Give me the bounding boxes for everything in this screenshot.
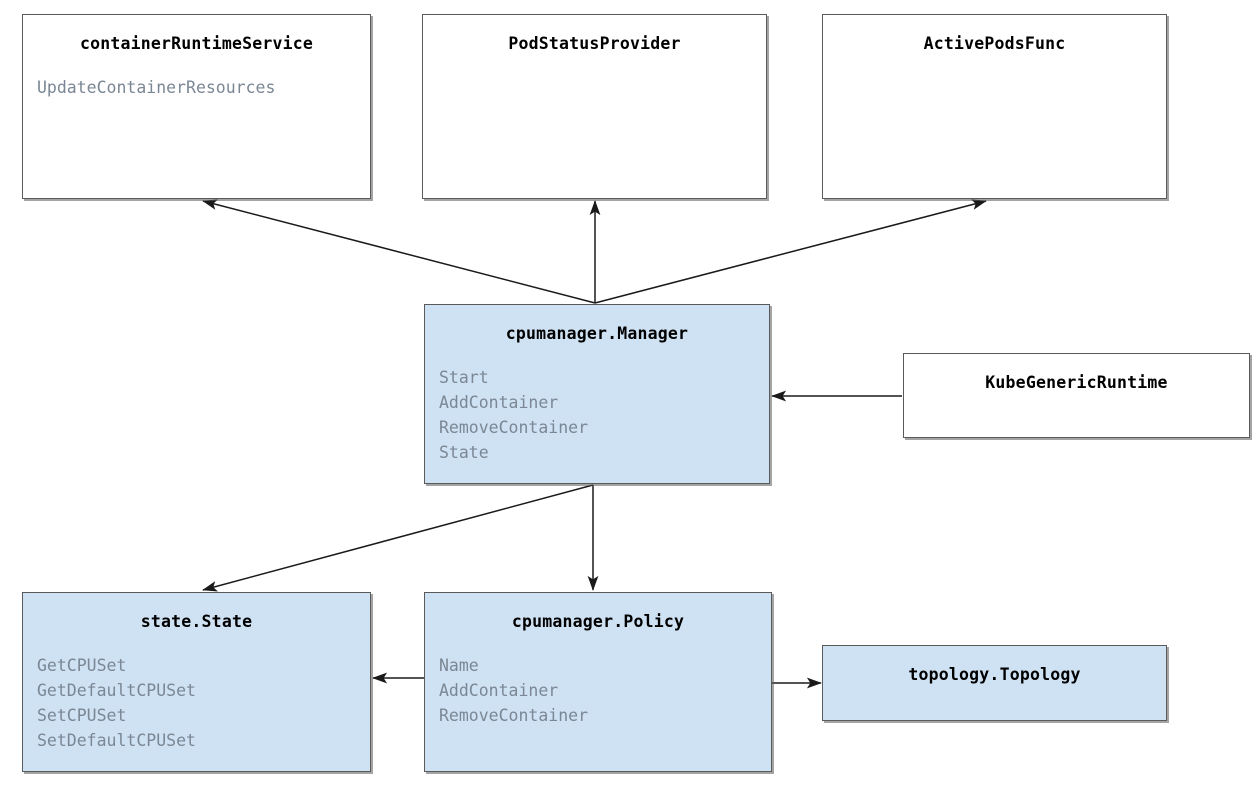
class-node-PodStatusProvider[interactable]: PodStatusProvider — [422, 14, 767, 199]
arrow-manager-to-stateState — [202, 484, 594, 592]
class-node-title: cpumanager.Policy — [511, 612, 685, 631]
class-node-title: ActivePodsFunc — [923, 34, 1066, 53]
class-node-member: UpdateContainerResources — [37, 78, 276, 98]
class-node-title: cpumanager.Manager — [505, 324, 689, 343]
class-node-ActivePodsFunc[interactable]: ActivePodsFunc — [822, 14, 1167, 199]
class-node-member: AddContainer — [439, 393, 559, 413]
class-node-member: Name — [439, 656, 479, 676]
class-node-member: GetDefaultCPUSet — [37, 681, 196, 701]
class-node-member: SetCPUSet — [37, 706, 127, 726]
arrow-manager-to-activePodsFunc — [594, 199, 987, 304]
class-node-member: Start — [439, 368, 489, 388]
class-node-title: PodStatusProvider — [508, 34, 681, 53]
class-node-title: topology.Topology — [908, 665, 1081, 684]
class-node-member: AddContainer — [439, 681, 559, 701]
class-node-title: KubeGenericRuntime — [985, 373, 1168, 392]
class-node-topologyTopology[interactable]: topology.Topology — [822, 645, 1167, 721]
class-node-member: State — [439, 443, 489, 463]
class-node-member: GetCPUSet — [37, 656, 127, 676]
class-node-member: RemoveContainer — [439, 706, 589, 726]
class-node-member-list: UpdateContainerResources — [37, 75, 370, 100]
class-node-KubeGenericRuntime[interactable]: KubeGenericRuntime — [903, 353, 1250, 438]
class-node-member: SetDefaultCPUSet — [37, 731, 196, 751]
arrow-manager-to-containerRuntimeService — [202, 199, 596, 304]
class-node-member: RemoveContainer — [439, 418, 589, 438]
class-node-title: state.State — [140, 612, 253, 631]
class-node-title: containerRuntimeService — [79, 34, 314, 53]
